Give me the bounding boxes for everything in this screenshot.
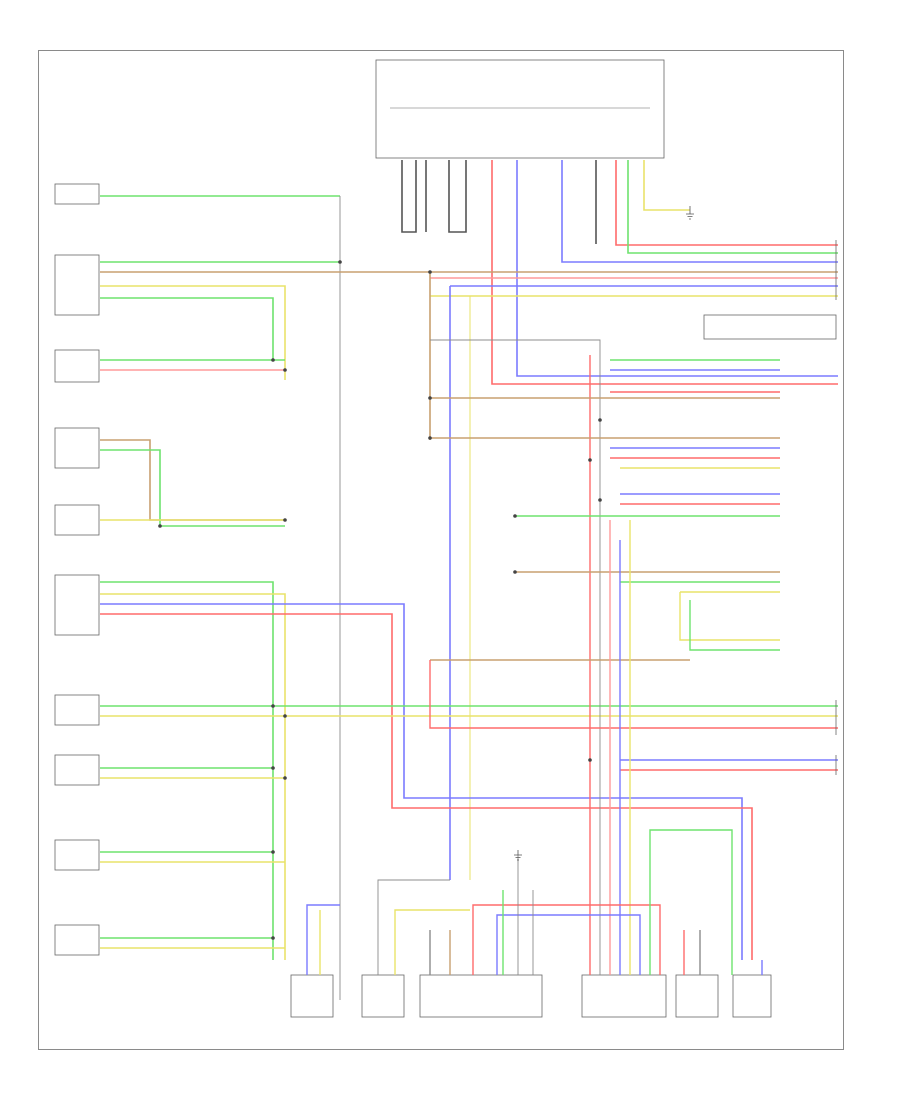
splice-3 [271,358,275,362]
splice-17 [598,418,602,422]
bottom-sensor-box-5 [675,974,719,1018]
wire-right-gray-v1 [430,339,601,975]
sensor-box-5 [54,754,100,786]
wire-bottom-blue-3 [496,914,641,975]
wire-right-yellow-6 [679,592,780,641]
top-control-module [375,59,665,159]
wire-bottom-green-5 [649,829,733,975]
splice-points [158,260,602,940]
splice-13 [271,766,275,770]
splice-16 [271,936,275,940]
splice-5 [428,396,432,400]
control-module-left-box [54,254,100,316]
bottom-module-box-3 [419,974,543,1018]
splice-12 [283,714,287,718]
wire-blue-long [516,160,838,377]
battery-sensor-box [54,183,100,205]
bottom-wires [306,829,763,975]
splice-7 [158,524,162,528]
wire-green-right [627,160,838,254]
sensor-box-6 [54,839,100,871]
ground-symbols [514,206,694,861]
wire-red-long [491,160,838,385]
control-module-box-3 [54,574,100,636]
splice-6 [428,436,432,440]
control-unit-box [54,504,100,536]
sensor-module-box [54,349,100,383]
wire-bottom-red-3 [472,904,661,975]
wire-loop-1 [401,160,417,233]
bottom-module-box-4 [581,974,667,1018]
wire-bottom-gray-2 [377,879,450,975]
ground-symbol-bottom [514,850,522,861]
splice-10 [513,570,517,574]
splice-15 [271,850,275,854]
wire-sensor-red-3 [100,613,753,960]
wire-bus-yellow [100,285,286,380]
left-sensor-wires [100,359,838,960]
wire-sensor-yellow-4 [100,593,286,960]
upper-bus-wires [100,195,838,1000]
right-module-wires [429,339,838,975]
splice-4 [283,368,287,372]
sensor-box-7 [54,924,100,956]
bottom-sensor-box-1 [290,974,334,1018]
ground-symbol-top [686,206,694,220]
wire-sensor-blue-3 [100,603,743,960]
splice-8 [283,518,287,522]
wire-right-green-6 [689,600,780,651]
splice-14 [283,776,287,780]
splice-19 [598,498,602,502]
splice-1 [338,260,342,264]
bottom-sensor-box-6 [732,974,772,1018]
splice-9 [513,514,517,518]
wire-sensor-brown-2 [100,439,285,521]
wire-right-red-7 [429,660,838,729]
wire-bus-green-2 [100,297,274,360]
right-module-header-box [703,314,837,340]
splice-2 [428,270,432,274]
components [54,59,837,1018]
wire-bottom-blue-1 [306,904,340,975]
wire-sensor-green-2 [100,449,285,527]
wire-loop-2 [448,160,467,233]
splice-11 [271,704,275,708]
sensor-box-4 [54,694,100,726]
bottom-sensor-box-2 [361,974,405,1018]
wire-blue-right [561,160,838,263]
diagram-frame [38,50,844,1050]
wire-bottom-yellow-2 [394,909,470,975]
wire-red-right [615,160,838,246]
sensor-box-2 [54,427,100,469]
top-module-wires [401,160,838,385]
wire-sensor-green-3 [100,581,274,960]
wire-yellow-ground [643,160,690,211]
splice-18 [588,458,592,462]
splice-20 [588,758,592,762]
